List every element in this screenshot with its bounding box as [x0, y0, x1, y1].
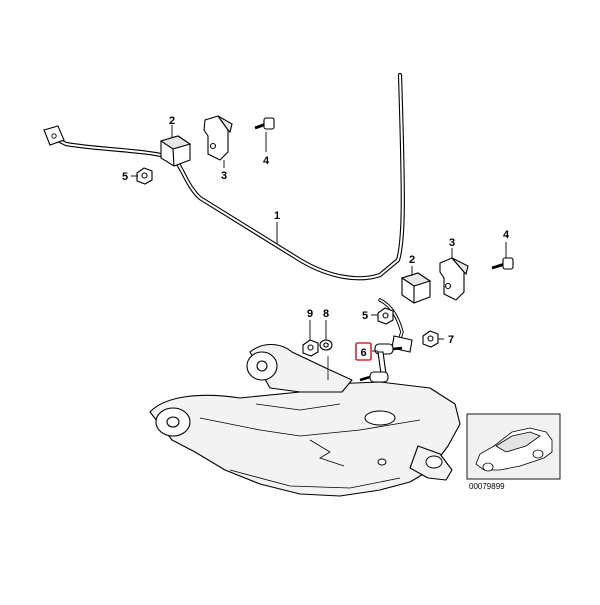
car-wheel-front — [482, 462, 494, 472]
callout-4-left[interactable]: 4 — [263, 155, 270, 167]
car-wheel-rear — [532, 449, 544, 459]
callout-2-left[interactable]: 2 — [169, 115, 175, 127]
catalog-number: 00079899 — [469, 482, 505, 491]
bushing-edge — [172, 148, 175, 167]
nut-lower — [302, 339, 319, 357]
callout-3-right[interactable]: 3 — [449, 237, 455, 249]
link-rod — [377, 351, 387, 375]
carrier-details — [199, 356, 421, 489]
callout-9[interactable]: 9 — [307, 308, 313, 320]
bolt-head — [263, 117, 275, 130]
rubber-mounting-left — [159, 135, 192, 167]
callout-5-right[interactable]: 5 — [362, 310, 368, 322]
stabilizer-link — [359, 343, 403, 383]
nut-hole — [307, 344, 314, 351]
mount-small — [377, 458, 387, 466]
callout-1[interactable]: 1 — [274, 210, 280, 222]
callout-8[interactable]: 8 — [323, 308, 329, 320]
axle-carrier — [149, 343, 461, 497]
link-upper-stud — [392, 346, 403, 351]
callout-4-right[interactable]: 4 — [503, 229, 510, 241]
link-lower-ball — [369, 371, 389, 383]
bracket-flange — [451, 257, 469, 276]
nut-right — [377, 307, 394, 325]
vehicle-inset — [466, 413, 561, 480]
callout-5-left[interactable]: 5 — [122, 171, 128, 183]
carrier-arm-rear — [249, 343, 353, 393]
washer — [319, 339, 333, 351]
car-cabin — [495, 431, 541, 453]
bracket-flange — [217, 115, 233, 134]
carrier-body — [149, 381, 461, 497]
nut-hole — [427, 335, 434, 342]
car-icon — [475, 427, 553, 472]
callout-6[interactable]: 6 — [360, 347, 366, 359]
nut-link — [422, 330, 439, 348]
nut-left — [136, 167, 153, 185]
carrier-center-hole — [364, 410, 396, 426]
bar-end-hole-left — [51, 133, 57, 139]
nut-hole — [141, 172, 148, 179]
bracket-right — [439, 257, 469, 301]
bracket-hole — [209, 142, 217, 150]
stabilizer-bar-inner — [51, 74, 404, 280]
highlight-box-6 — [355, 342, 372, 361]
bar-end-right-inner — [379, 299, 403, 345]
bushing-inner — [166, 416, 180, 428]
carrier-mount-right — [377, 455, 443, 469]
bolt-head — [502, 257, 514, 270]
carrier-lower-edge — [229, 469, 401, 489]
bolt-right — [491, 257, 514, 270]
link-lower-stud — [359, 375, 371, 382]
callout-7[interactable]: 7 — [448, 334, 454, 346]
callout-2-right[interactable]: 2 — [409, 254, 415, 266]
bushing-inner — [256, 360, 268, 372]
callout-3-left[interactable]: 3 — [221, 170, 227, 182]
carrier-ridge — [199, 417, 421, 437]
bushing-top — [400, 272, 432, 287]
carrier-bushing-left — [155, 407, 191, 437]
leader-lines — [131, 125, 507, 352]
carrier-bushing-rear — [246, 351, 278, 381]
washer-inner — [323, 342, 329, 348]
carrier-crack-line — [309, 439, 345, 467]
stabilizer-bar — [49, 72, 405, 281]
rubber-mounting-right — [400, 272, 432, 304]
bracket-hole — [444, 282, 452, 290]
nut-hole — [382, 312, 389, 319]
carrier-edge-line — [255, 403, 341, 411]
mount-outer — [425, 455, 443, 469]
bolt-left — [254, 117, 275, 130]
bracket-left — [203, 115, 233, 161]
